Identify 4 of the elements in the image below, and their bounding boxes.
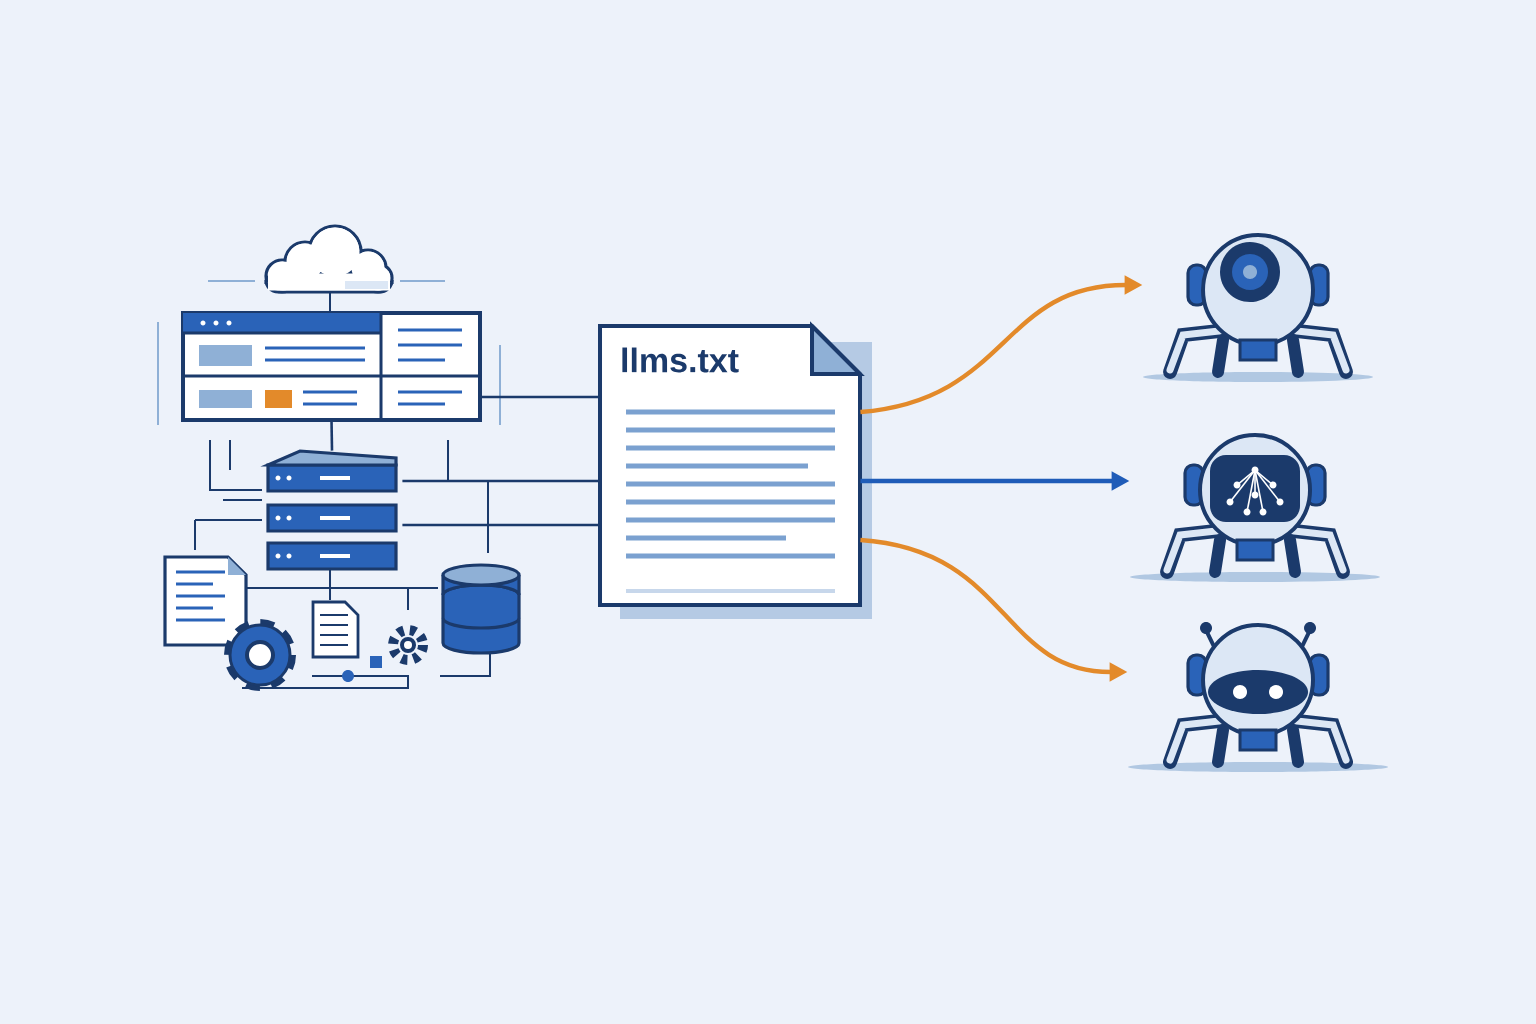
robot-drawing — [1128, 622, 1388, 772]
robot-drawing — [1130, 433, 1380, 582]
robot-drawing — [1143, 233, 1373, 382]
browser-window-drawing — [181, 311, 482, 422]
